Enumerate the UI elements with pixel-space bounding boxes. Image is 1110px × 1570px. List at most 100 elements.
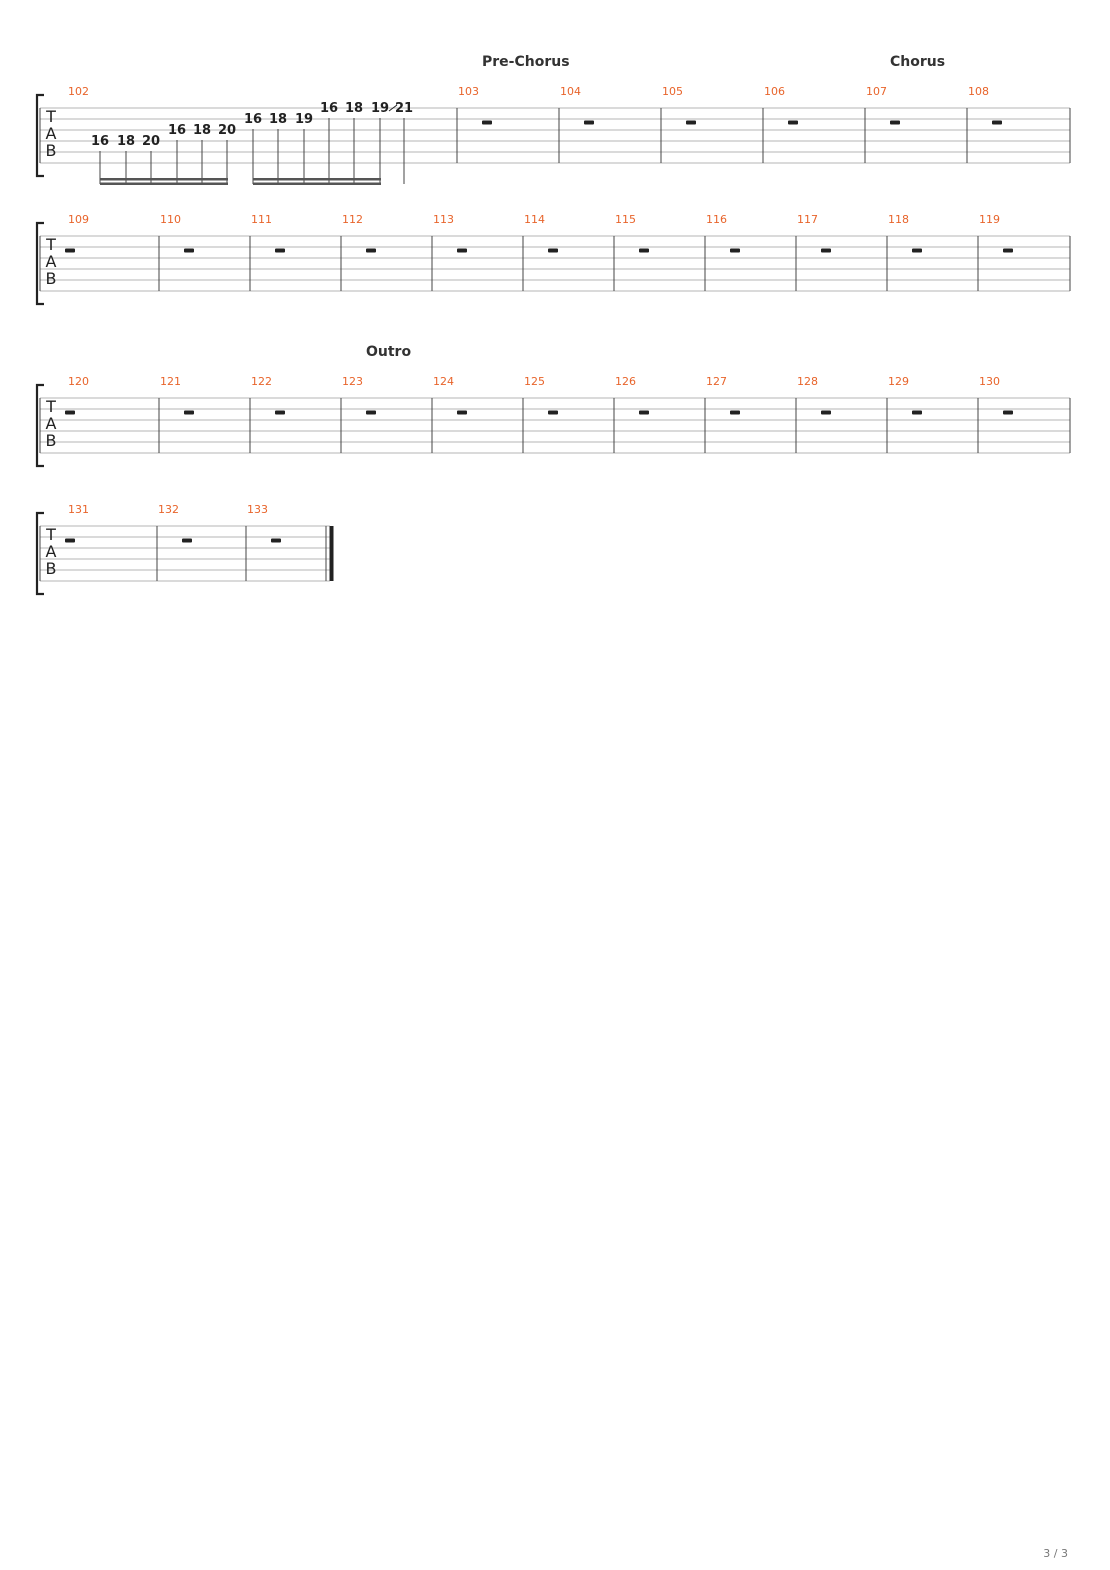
fret-number: 18	[269, 112, 287, 127]
tab-clef-letter: T	[45, 397, 56, 416]
measure-number: 114	[524, 213, 545, 226]
measure-number: 127	[706, 375, 727, 388]
whole-rest	[1003, 410, 1013, 415]
whole-rest	[65, 248, 75, 253]
fret-number: 18	[193, 123, 211, 138]
whole-rest	[366, 248, 376, 253]
beam	[253, 182, 381, 185]
whole-rest	[482, 120, 492, 125]
whole-rest	[275, 410, 285, 415]
measure-number: 115	[615, 213, 636, 226]
measure-number: 102	[68, 85, 89, 98]
whole-rest	[271, 538, 281, 543]
whole-rest	[65, 538, 75, 543]
tab-system: TAB 102 16 18 20 16 18 20 16 18 19 16 18 19 21 103 Pre-C…	[35, 54, 1071, 185]
measure-number: 113	[433, 213, 454, 226]
slide-target-fret: 21	[395, 101, 413, 116]
measure-number: 129	[888, 375, 909, 388]
fret-number: 16	[244, 112, 262, 127]
whole-rest	[584, 120, 594, 125]
whole-rest	[184, 410, 194, 415]
fret-number: 18	[345, 101, 363, 116]
slide-mark	[388, 104, 398, 112]
measure-number: 123	[342, 375, 363, 388]
whole-rest	[821, 410, 831, 415]
tab-clef-letter: A	[46, 124, 57, 143]
whole-rest	[184, 248, 194, 253]
tab-clef-letter: B	[46, 141, 57, 160]
measure-number: 122	[251, 375, 272, 388]
measure-number: 110	[160, 213, 181, 226]
fret-number: 19	[295, 112, 313, 127]
measure-number: 118	[888, 213, 909, 226]
measure-number: 111	[251, 213, 272, 226]
fret-number: 16	[91, 134, 109, 149]
measure-number: 130	[979, 375, 1000, 388]
tab-clef-letter: T	[45, 107, 56, 126]
measure-number: 103	[458, 85, 479, 98]
fret-number: 19	[371, 101, 389, 116]
measure-number: 126	[615, 375, 636, 388]
fret-number: 20	[142, 134, 160, 149]
section-label: Pre-Chorus	[482, 54, 570, 70]
beam	[253, 178, 381, 181]
section-label: Chorus	[890, 54, 945, 70]
whole-rest	[639, 248, 649, 253]
fret-number: 20	[218, 123, 236, 138]
system-bracket	[35, 221, 44, 306]
system-bracket	[35, 383, 44, 468]
system-bracket	[35, 93, 44, 178]
tab-clef-letter: B	[46, 559, 57, 578]
fret-number: 16	[320, 101, 338, 116]
fret-number: 18	[117, 134, 135, 149]
whole-rest	[366, 410, 376, 415]
whole-rest	[457, 410, 467, 415]
whole-rest	[730, 248, 740, 253]
whole-rest	[182, 538, 192, 543]
system-bracket	[35, 511, 44, 596]
tab-clef-letter: B	[46, 431, 57, 450]
tab-system: TAB 131 132 133	[35, 503, 334, 596]
measure-number: 109	[68, 213, 89, 226]
whole-rest	[275, 248, 285, 253]
fret-number: 16	[168, 123, 186, 138]
whole-rest	[821, 248, 831, 253]
measure-number: 132	[158, 503, 179, 516]
whole-rest	[548, 248, 558, 253]
measure-number: 117	[797, 213, 818, 226]
measure-number: 106	[764, 85, 785, 98]
measure-number: 128	[797, 375, 818, 388]
measure-number: 121	[160, 375, 181, 388]
whole-rest	[686, 120, 696, 125]
measure-number: 116	[706, 213, 727, 226]
tab-clef-letter: T	[45, 525, 56, 544]
tab-clef-letter: A	[46, 542, 57, 561]
whole-rest	[912, 410, 922, 415]
beam	[100, 178, 228, 181]
measure-number: 108	[968, 85, 989, 98]
whole-rest	[992, 120, 1002, 125]
tab-clef-letter: A	[46, 252, 57, 271]
measure-number: 112	[342, 213, 363, 226]
tab-clef-letter: T	[45, 235, 56, 254]
whole-rest	[788, 120, 798, 125]
section-label: Outro	[366, 344, 411, 360]
whole-rest	[65, 410, 75, 415]
measure-number: 131	[68, 503, 89, 516]
measure-number: 105	[662, 85, 683, 98]
measure-number: 133	[247, 503, 268, 516]
whole-rest	[639, 410, 649, 415]
whole-rest	[912, 248, 922, 253]
measure-number: 107	[866, 85, 887, 98]
page-number: 3 / 3	[1043, 1547, 1068, 1560]
measure-number: 124	[433, 375, 454, 388]
measure-number: 125	[524, 375, 545, 388]
measure-number: 119	[979, 213, 1000, 226]
measure-number: 120	[68, 375, 89, 388]
whole-rest	[548, 410, 558, 415]
tab-clef-letter: B	[46, 269, 57, 288]
tab-system: TAB 109 110 111 112 113 114 115 116 117 118 119	[35, 213, 1071, 306]
whole-rest	[890, 120, 900, 125]
